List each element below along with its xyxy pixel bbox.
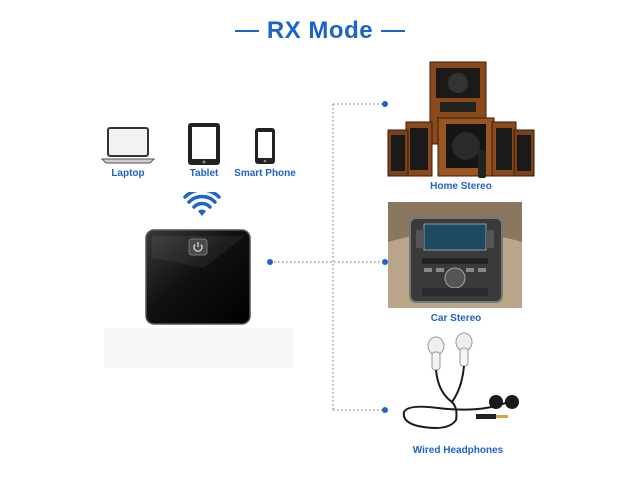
device-reflection: [104, 328, 294, 368]
bluetooth-signal-icon: [182, 192, 222, 218]
power-icon[interactable]: [188, 238, 208, 256]
tablet-icon: [186, 121, 222, 167]
car-stereo-image: [388, 202, 522, 308]
page-title: RX Mode: [266, 17, 374, 44]
wired-headphones-image: [398, 332, 534, 436]
title-right-dash: [381, 30, 406, 32]
wired-headphones-label: Wired Headphones: [412, 445, 504, 456]
home-stereo-image: [386, 58, 536, 180]
title-row: RX Mode: [0, 16, 640, 46]
laptop-label: Laptop: [111, 168, 145, 179]
home-stereo-label: Home Stereo: [430, 181, 492, 192]
smartphone-icon: [254, 127, 276, 165]
smartphone-label: Smart Phone: [234, 168, 296, 179]
tablet-label: Tablet: [189, 168, 219, 179]
title-left-dash: [234, 30, 259, 32]
laptop-icon: [100, 126, 156, 166]
receiver-device-icon: [144, 228, 252, 326]
car-stereo-label: Car Stereo: [430, 313, 482, 324]
